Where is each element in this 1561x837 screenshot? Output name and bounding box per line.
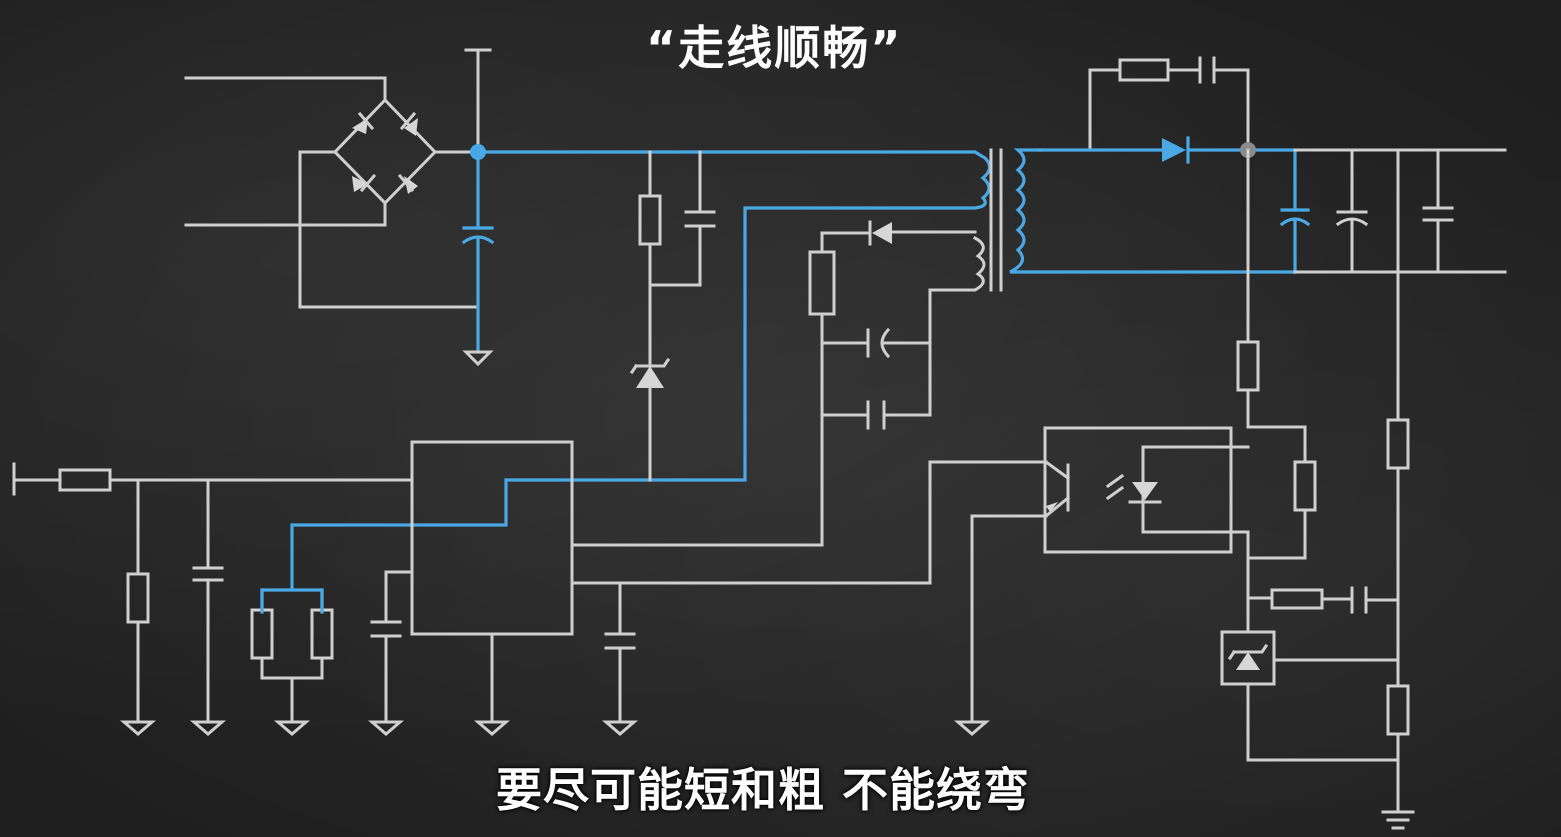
output-rectifier <box>1038 56 1507 274</box>
optocoupler <box>570 426 1250 736</box>
bulk-capacitor <box>461 48 495 367</box>
caption: 要尽可能短和粗 不能绕弯 <box>496 763 1031 817</box>
snubber-network <box>629 150 716 482</box>
title: “走线顺畅” <box>646 21 903 75</box>
transformer <box>928 148 1297 417</box>
controller-ic <box>367 440 639 736</box>
feedback-network <box>1220 148 1415 830</box>
aux-supply <box>570 220 977 547</box>
bridge-rectifier <box>184 76 480 309</box>
primary-power-path <box>260 150 992 612</box>
input-divider <box>12 462 414 736</box>
